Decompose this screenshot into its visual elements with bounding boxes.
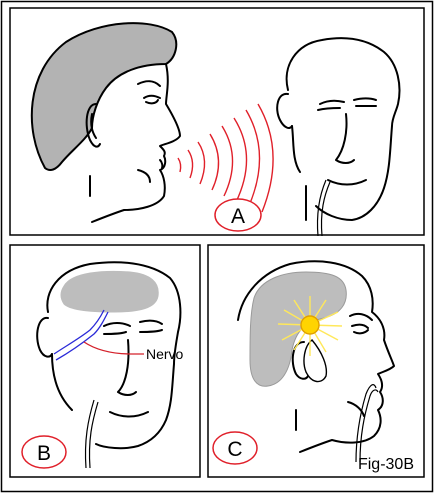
panel-b-brain <box>60 270 159 313</box>
listener-cable-1 <box>316 179 327 237</box>
panel-b-cable-1 <box>84 399 95 469</box>
panel-c-eye <box>351 323 369 335</box>
sound-wave-6 <box>233 117 248 203</box>
panel-b-nerve-1 <box>53 309 105 355</box>
speaker-eye <box>143 94 161 105</box>
sound-wave-1 <box>177 157 182 173</box>
speaker-mouth <box>159 159 164 169</box>
nerve-callout-label: Nervo <box>146 346 184 362</box>
listener-cable-2 <box>320 181 331 237</box>
nerve-callout-line <box>83 341 144 355</box>
speaker-hair <box>30 22 178 171</box>
panel-b-head-outline <box>46 261 182 450</box>
panel-c-eyebrow <box>349 312 373 321</box>
panel-b-label: B <box>37 442 51 465</box>
panel-c-head-profile <box>237 260 395 453</box>
panel-a-label-ellipse <box>214 198 262 232</box>
sound-wave-4 <box>209 133 220 191</box>
listener-nose <box>335 113 355 164</box>
speaker-cheek-line <box>137 169 151 183</box>
listener-left-eye <box>317 99 345 111</box>
panel-a: A <box>9 7 425 237</box>
panel-a-label: A <box>231 205 245 228</box>
panel-c-label: C <box>227 438 242 461</box>
panel-c-cable-1 <box>355 384 377 463</box>
listener-ear <box>276 92 293 129</box>
panel-b-left-eye <box>103 322 131 335</box>
sound-wave-2 <box>187 149 194 179</box>
panel-b-earphone-cable <box>84 399 99 469</box>
panel-b-right-eye <box>139 319 163 333</box>
panel-b-nerve <box>53 309 109 361</box>
sound-wave-5 <box>221 125 234 197</box>
listener-ear-lobe <box>291 125 301 173</box>
listener-head-outline <box>285 37 401 221</box>
panel-c-earphone-cable <box>355 384 379 463</box>
panel-b-cable-2 <box>88 401 99 469</box>
panel-b-label-ellipse <box>21 435 67 469</box>
listener-head <box>276 37 401 221</box>
panel-c: C Fig-30B <box>207 244 425 478</box>
panel-c-label-ellipse <box>212 431 258 465</box>
light-core <box>300 315 320 335</box>
panel-b-ear <box>36 316 53 358</box>
speaker-face-profile <box>91 63 181 223</box>
sound-wave-7 <box>245 109 261 209</box>
panel-c-cable-2 <box>359 389 379 463</box>
listener-right-eye <box>353 97 377 107</box>
panel-b-nerve-2 <box>55 311 109 361</box>
panel-b-head <box>36 261 182 450</box>
sound-wave-8 <box>257 103 274 213</box>
sound-waves <box>177 103 274 213</box>
speaker-eyebrow <box>137 80 161 87</box>
panel-b-nose <box>117 339 137 396</box>
panel-c-head <box>237 260 395 453</box>
sound-wave-3 <box>197 141 206 185</box>
listener-earphone-cable <box>316 179 331 237</box>
panel-b-mouth <box>109 411 149 418</box>
listener-mouth <box>327 179 367 186</box>
panel-b: Nervo B <box>9 244 201 478</box>
panel-b-ear-lobe <box>51 353 73 411</box>
speaker-head <box>30 22 181 223</box>
speaker-ear <box>85 103 101 148</box>
figure-label: Fig-30B <box>358 456 414 473</box>
panel-c-cheek-line <box>347 401 365 417</box>
